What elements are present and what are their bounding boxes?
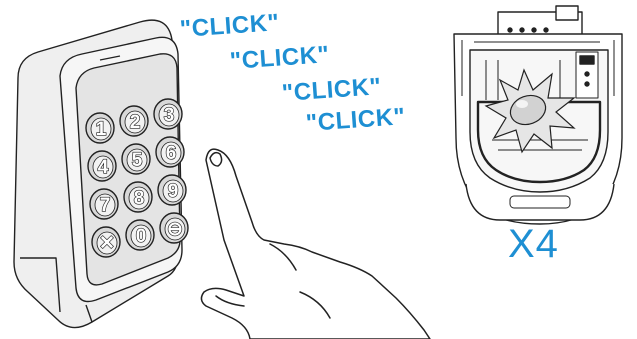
keypad-key[interactable]: 5 [122,144,150,174]
keypad-key-label: ✕ [99,233,115,254]
keypad-key[interactable]: ⊖ [160,213,188,243]
keypad-key[interactable]: 8 [124,182,152,212]
keypad-key-label: 9 [168,181,179,202]
keypad-key[interactable]: 9 [158,175,186,205]
keypad-key-label: 3 [164,105,175,126]
pressing-hand [201,149,430,339]
keypad-key-label: 4 [98,157,109,178]
keypad-key-label: ⊖ [167,219,183,240]
keypad-key-label: 2 [130,112,141,133]
flash-count-label: X4 [508,222,559,267]
hand-outline [201,149,430,339]
keypad-key-label: 8 [134,188,145,209]
keypad-key[interactable]: 3 [154,99,182,129]
keypad-key[interactable]: 1 [86,113,114,143]
keypad-key[interactable]: 6 [156,137,184,167]
keypad-key[interactable]: 4 [88,151,116,181]
keypad-key[interactable]: ✕ [92,227,120,257]
keypad-key-label: 6 [166,143,177,164]
keypad-key[interactable]: 2 [120,106,148,136]
keypad-key-label: 0 [136,226,147,247]
keypad-key-label: 1 [96,119,107,140]
keypad-key-label: 7 [100,195,111,216]
keypad-key[interactable]: 7 [90,189,118,219]
keypad-key-label: 5 [132,150,143,171]
keypad-key[interactable]: 0 [126,220,154,250]
